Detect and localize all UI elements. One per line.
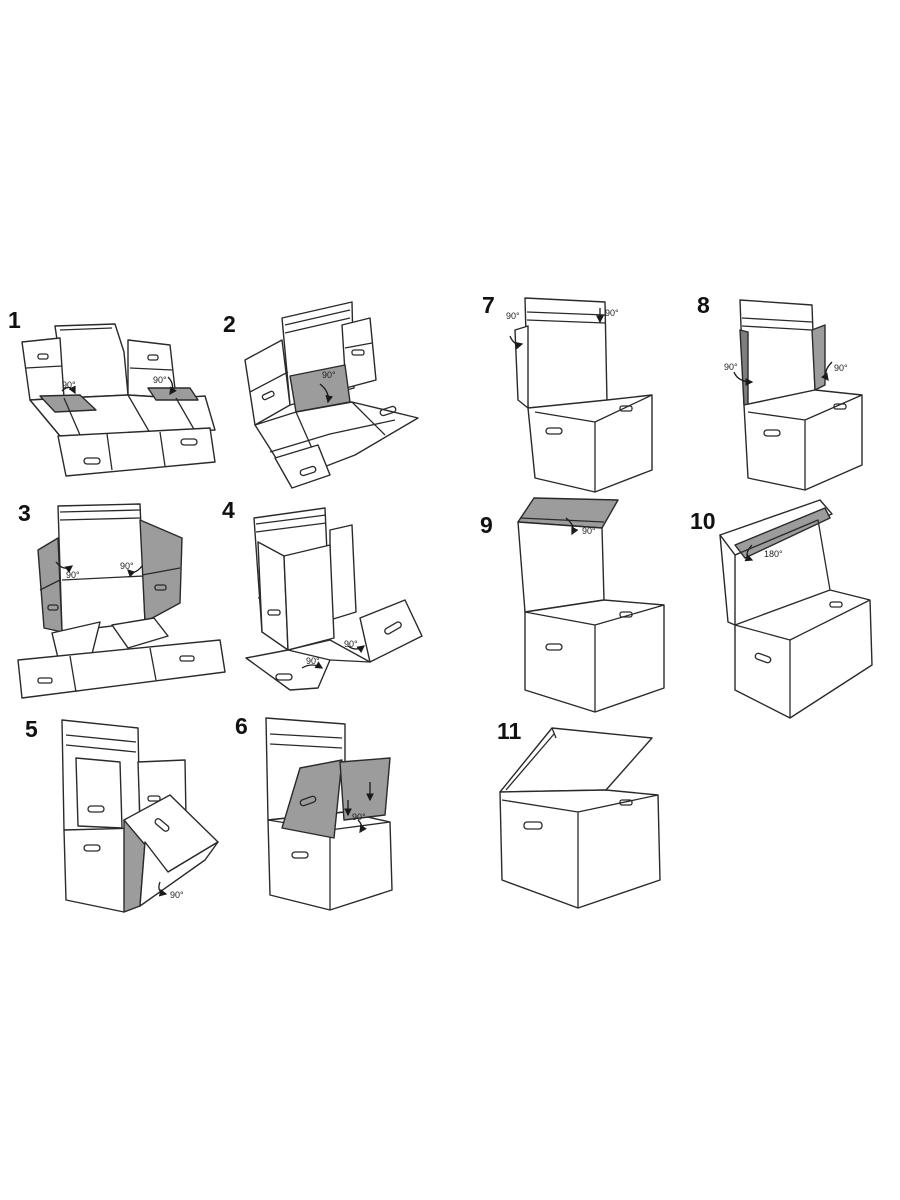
step-number-10: 10 — [690, 508, 716, 534]
step-7-angle-label: 90° — [605, 308, 619, 318]
step-number-4: 4 — [222, 497, 235, 523]
step-1-drawing: 90° 90° — [21, 323, 216, 477]
step-8-angle-label: 90° — [724, 362, 738, 372]
step-number-2: 2 — [223, 311, 236, 337]
step-5-angle-label: 90° — [170, 890, 184, 900]
step-10-angle-label: 180° — [764, 549, 783, 559]
step-3-drawing: 90° 90° — [17, 503, 226, 699]
step-number-1: 1 — [8, 307, 21, 333]
step-4-drawing: 90° 90° — [245, 507, 423, 691]
step-8-angle-label: 90° — [834, 363, 848, 373]
step-4-angle-label: 90° — [306, 656, 320, 666]
step-1-angle-label: 90° — [62, 380, 76, 390]
step-number-3: 3 — [18, 500, 31, 526]
step-2-drawing: 90° — [244, 301, 419, 489]
step-9-drawing: 90° — [517, 497, 665, 713]
step-number-6: 6 — [235, 713, 248, 739]
step-1-angle-label: 90° — [153, 375, 167, 385]
step-2-angle-label: 90° — [322, 370, 336, 380]
step-11-drawing — [499, 727, 661, 909]
step-number-7: 7 — [482, 292, 495, 318]
step-number-5: 5 — [25, 716, 38, 742]
step-10-drawing: 180° — [719, 499, 873, 719]
step-6-drawing: 90° — [265, 717, 393, 911]
step-3-angle-label: 90° — [120, 561, 134, 571]
step-number-9: 9 — [480, 512, 493, 538]
step-6-angle-label: 90° — [352, 812, 366, 822]
step-9-angle-label: 90° — [582, 526, 596, 536]
step-7-angle-label: 90° — [506, 311, 520, 321]
step-7-drawing: 90° 90° — [506, 297, 653, 493]
step-number-11: 11 — [497, 718, 522, 744]
step-8-drawing: 90° 90° — [724, 299, 863, 491]
step-4-angle-label: 90° — [344, 639, 358, 649]
step-number-8: 8 — [697, 292, 710, 318]
step-3-angle-label: 90° — [66, 570, 80, 580]
step-5-drawing: 90° — [61, 719, 219, 913]
